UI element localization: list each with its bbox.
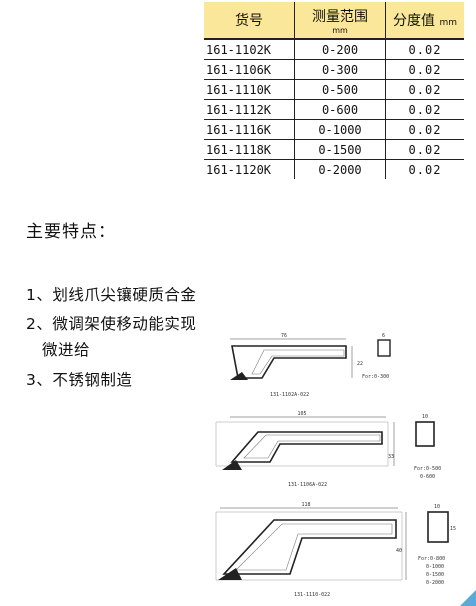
drawing-3-note-2: 0-1000 — [426, 564, 444, 570]
corner-accent — [460, 590, 476, 606]
cell-code: 161-1112K — [204, 99, 295, 120]
cell-range: 0-2000 — [294, 159, 386, 179]
header-resolution-unit: mm — [439, 18, 457, 28]
scriber-drawing-1: 76 22 6 For:0-300 131-1102A-022 — [230, 333, 391, 398]
header-range-label: 测量范围 — [312, 8, 368, 25]
scriber-drawing-2: 105 33 10 For:0-500 0-600 131-1106A-022 — [215, 411, 441, 488]
drawing-3-width-dim: 118 — [301, 502, 310, 508]
cell-range: 0-200 — [294, 39, 386, 60]
feature-item-1: 1、划线爪尖镶硬质合金 — [26, 286, 197, 304]
drawing-2-side-dim: 10 — [422, 414, 428, 420]
table-row: 161-1116K 0-1000 0.02 — [204, 119, 464, 140]
cell-resolution: 0.02 — [385, 99, 464, 120]
cell-resolution: 0.02 — [385, 119, 464, 140]
header-range-unit: mm — [332, 25, 348, 35]
cell-resolution: 0.02 — [385, 79, 464, 100]
drawing-1-note: For:0-300 — [362, 374, 389, 380]
table-row: 161-1118K 0-1500 0.02 — [204, 139, 464, 160]
cell-resolution: 0.02 — [385, 139, 464, 160]
table-row: 161-1120K 0-2000 0.02 — [204, 159, 464, 179]
cell-resolution: 0.02 — [385, 39, 464, 60]
drawing-2-height-dim: 33 — [388, 454, 394, 460]
drawing-1-side-dim: 6 — [382, 333, 385, 339]
drawing-2-note-1: For:0-500 — [414, 466, 441, 472]
drawing-3-height-dim: 40 — [396, 548, 402, 554]
drawing-2-caption: 131-1106A-022 — [288, 482, 327, 488]
header-resolution: 分度值 mm — [385, 2, 464, 40]
cell-code: 161-1116K — [204, 119, 295, 140]
cell-code: 161-1118K — [204, 139, 295, 160]
cell-range: 0-1000 — [294, 119, 386, 140]
table-row: 161-1112K 0-600 0.02 — [204, 99, 464, 120]
features-title: 主要特点： — [26, 222, 116, 242]
cell-range: 0-500 — [294, 79, 386, 100]
drawing-3-note-3: 0-1500 — [426, 572, 444, 578]
header-code: 货号 — [204, 2, 295, 40]
drawing-3-note-1: For:0-800 — [418, 556, 445, 562]
cell-code: 161-1102K — [204, 39, 295, 60]
drawing-2-note-2: 0-600 — [420, 474, 435, 480]
feature-item-3: 3、不锈钢制造 — [26, 371, 133, 389]
header-resolution-label: 分度值 — [393, 13, 435, 29]
cell-code: 161-1110K — [204, 79, 295, 100]
spec-table-header: 货号 测量范围 mm 分度值 mm — [204, 2, 464, 40]
drawing-1-height-dim: 22 — [357, 361, 363, 367]
drawing-3-note-4: 0-2000 — [426, 580, 444, 586]
feature-item-2: 2、微调架使移动能实现 — [26, 315, 197, 333]
drawing-1-width-dim: 76 — [281, 333, 287, 339]
cell-code: 161-1120K — [206, 162, 272, 177]
drawing-1-caption: 131-1102A-022 — [270, 392, 309, 398]
drawing-3-side-dim-2: 15 — [450, 526, 456, 532]
cell-range: 0-600 — [294, 99, 386, 120]
table-row: 161-1106K 0-300 0.02 — [204, 59, 464, 80]
table-row: 161-1102K 0-200 0.02 — [204, 39, 464, 60]
drawing-3-caption: 131-1110-022 — [294, 592, 330, 598]
drawing-3-side-dim: 10 — [434, 504, 440, 510]
cell-resolution: 0.02 — [408, 162, 442, 177]
table-row: 161-1110K 0-500 0.02 — [204, 79, 464, 100]
cell-resolution: 0.02 — [385, 59, 464, 80]
feature-item-2-continued: 微进给 — [42, 341, 91, 359]
drawing-2-width-dim: 105 — [297, 411, 306, 417]
cell-range: 0-1500 — [294, 139, 386, 160]
cell-range: 0-300 — [294, 59, 386, 80]
cell-code: 161-1106K — [204, 59, 295, 80]
scriber-drawing-3: 118 40 10 15 For:0-800 0-1000 0-1500 0-2… — [215, 502, 456, 598]
spec-table: 货号 测量范围 mm 分度值 mm 161-1102K 0-200 0.02 1… — [204, 2, 464, 179]
header-range: 测量范围 mm — [294, 2, 386, 40]
